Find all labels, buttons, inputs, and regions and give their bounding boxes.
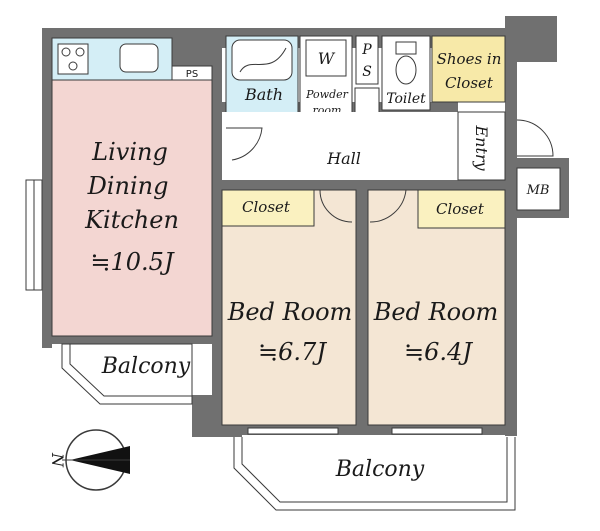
toilet-icon <box>395 41 417 85</box>
balcony-bottom <box>233 437 516 511</box>
north-label: N <box>48 452 67 468</box>
closet-2 <box>417 189 506 229</box>
bed2-door-swing <box>369 189 407 223</box>
entry-label: Entry <box>472 124 491 171</box>
powder-label-line1: Powder <box>305 88 349 101</box>
bath-door-swing <box>226 127 263 161</box>
bed2-name: Bed Room <box>373 298 499 326</box>
entry <box>457 111 506 181</box>
compass-icon <box>62 429 130 491</box>
bathtub-icon <box>231 39 293 81</box>
bed1-name: Bed Room <box>227 298 353 326</box>
entry-door-swing <box>516 119 554 157</box>
shoes-label-line2: Closet <box>445 74 494 92</box>
sink-icon <box>119 43 159 73</box>
stove-icon <box>57 43 89 75</box>
bed1-door-swing <box>319 189 353 223</box>
bedroom-2 <box>367 189 506 426</box>
toilet-label: Toilet <box>386 91 426 107</box>
kitchen-counter <box>51 37 173 81</box>
ps-label-s: S <box>362 64 372 80</box>
ps-label-p: P <box>361 42 372 58</box>
hall-label: Hall <box>326 149 361 168</box>
shoes-label-line1: Shoes in <box>437 50 502 68</box>
bath-label-line1: Bath <box>244 85 283 104</box>
ldk-size: ≒10.5J <box>90 248 175 276</box>
balcony-left <box>61 343 193 405</box>
closet-1-label: Closet <box>242 198 291 216</box>
w-label: W <box>318 49 336 68</box>
ps-small-label: PS <box>186 69 198 80</box>
shoes-closet <box>431 35 506 103</box>
closet-1 <box>221 189 315 227</box>
ldk-label-line2: Dining <box>87 172 169 200</box>
closet-2-label: Closet <box>436 200 485 218</box>
washer-space <box>305 39 347 77</box>
ldk-label-line1: Living <box>91 138 168 166</box>
hall <box>222 112 458 180</box>
ldk-label-line3: Kitchen <box>84 206 179 234</box>
mb-label: MB <box>526 183 550 198</box>
meter-box <box>516 167 561 211</box>
balcony-left-label: Balcony <box>101 354 191 379</box>
bedroom-1 <box>221 189 357 426</box>
pipe-space <box>355 35 379 85</box>
balcony-bottom-label: Balcony <box>335 457 425 482</box>
bed1-size: ≒6.7J <box>258 338 327 366</box>
bed2-size: ≒6.4J <box>404 338 473 366</box>
ldk-room <box>51 79 213 337</box>
